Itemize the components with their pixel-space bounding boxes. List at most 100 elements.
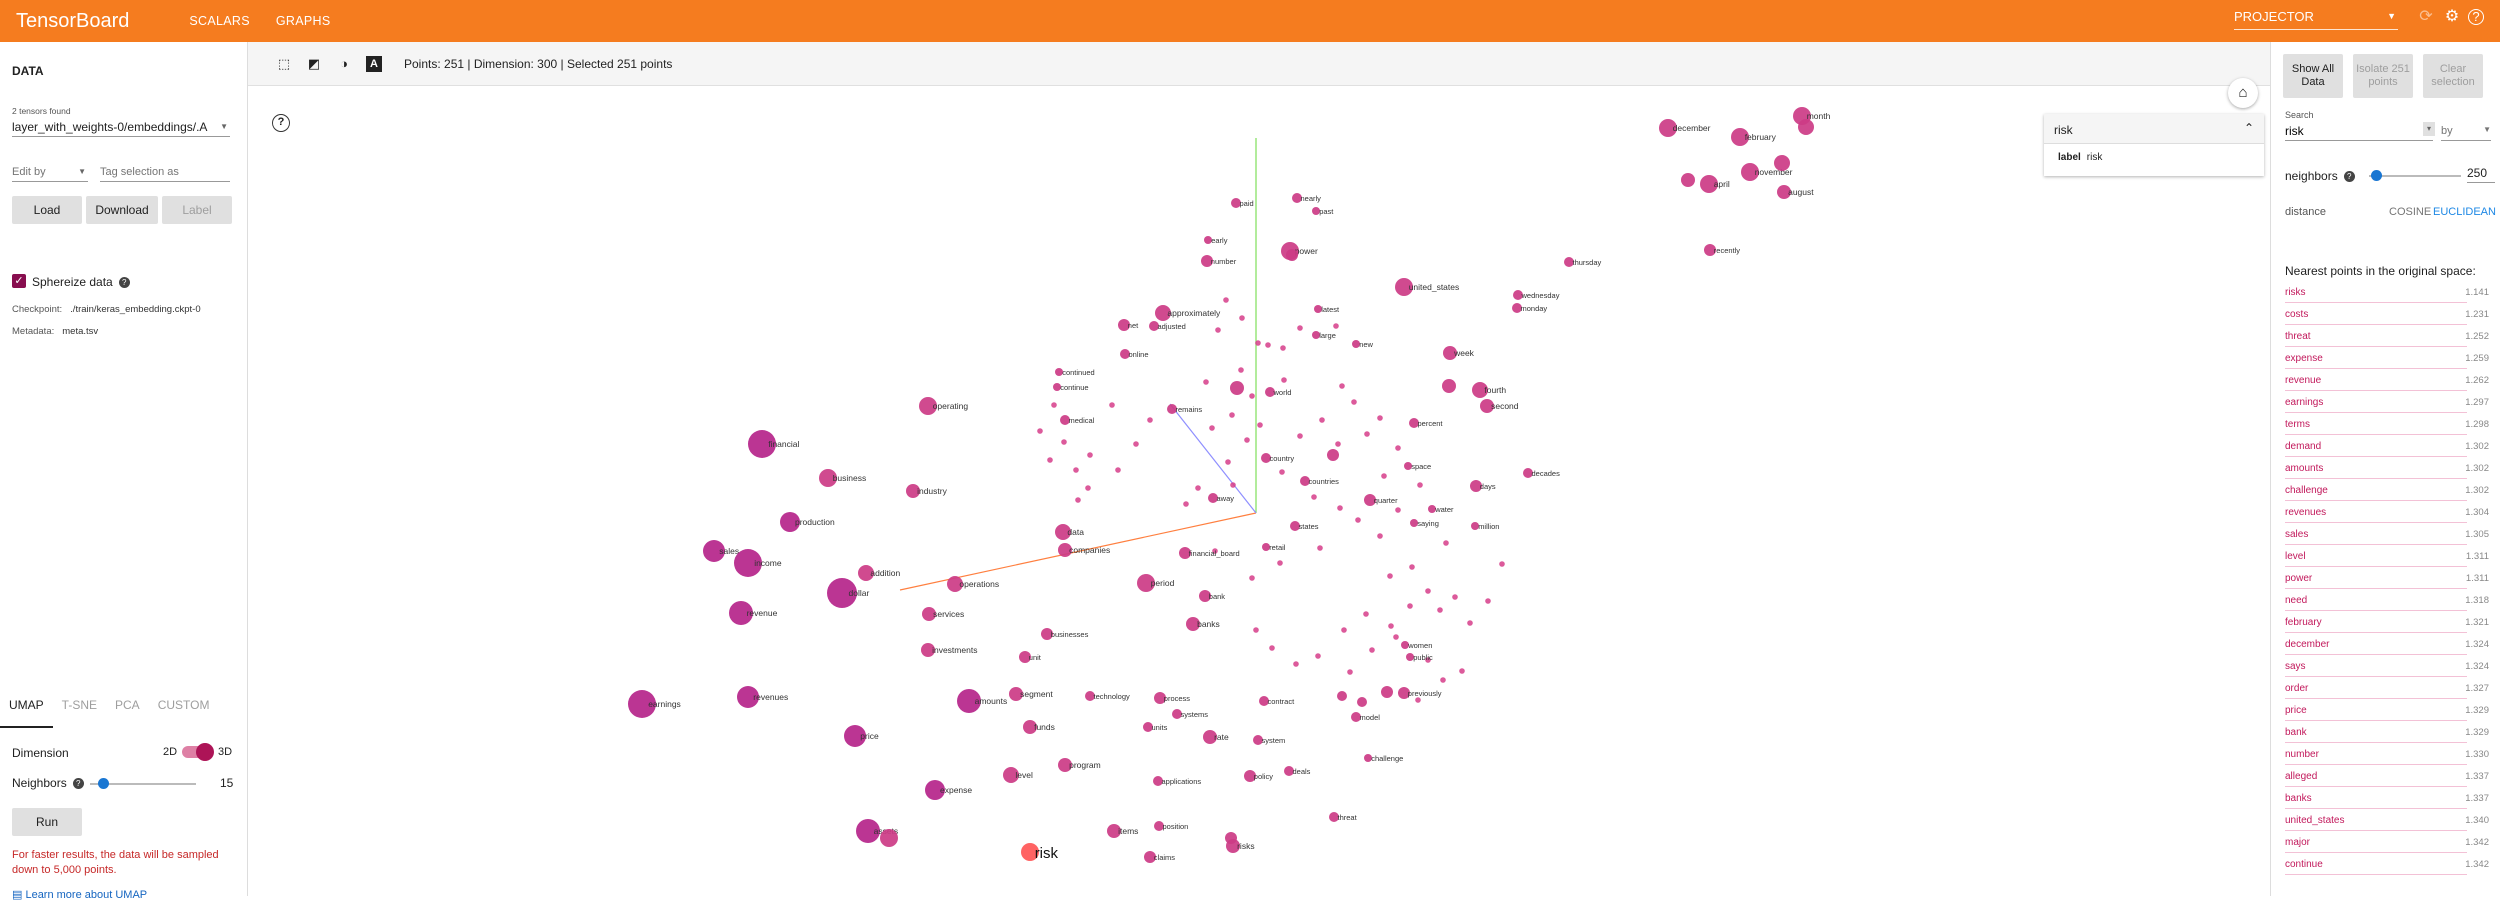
embedding-point[interactable] bbox=[1731, 128, 1749, 146]
embedding-point[interactable] bbox=[1238, 367, 1244, 373]
edit-by-select[interactable]: Edit by ▼ bbox=[12, 162, 88, 182]
embedding-point[interactable] bbox=[1659, 119, 1677, 137]
embedding-point[interactable] bbox=[1297, 433, 1303, 439]
embedding-point[interactable] bbox=[1364, 431, 1370, 437]
embedding-point[interactable] bbox=[1060, 415, 1070, 425]
embedding-point[interactable] bbox=[1333, 323, 1339, 329]
embedding-point[interactable] bbox=[1364, 754, 1372, 762]
embedding-point[interactable] bbox=[1085, 691, 1095, 701]
distance-euclidean-option[interactable]: EUCLIDEAN bbox=[2433, 206, 2496, 218]
embedding-point[interactable] bbox=[1085, 485, 1091, 491]
embedding-point[interactable] bbox=[1314, 305, 1322, 313]
embedding-point[interactable] bbox=[1347, 669, 1353, 675]
embedding-point[interactable] bbox=[1265, 387, 1275, 397]
embedding-point[interactable] bbox=[1467, 620, 1473, 626]
tab-tsne[interactable]: T-SNE bbox=[61, 698, 98, 712]
download-button[interactable]: Download bbox=[86, 196, 158, 224]
nearest-point-label[interactable]: sales bbox=[2285, 529, 2309, 540]
embedding-point[interactable] bbox=[1512, 303, 1522, 313]
embedding-point[interactable] bbox=[1019, 651, 1031, 663]
embedding-point[interactable] bbox=[1774, 155, 1790, 171]
nearest-point-label[interactable]: number bbox=[2285, 749, 2319, 760]
embedding-point[interactable] bbox=[1261, 453, 1271, 463]
selected-point[interactable] bbox=[1021, 843, 1039, 861]
embedding-point[interactable] bbox=[1335, 441, 1341, 447]
regex-toggle-icon[interactable]: ▾ bbox=[2423, 122, 2435, 136]
embedding-point[interactable] bbox=[1798, 119, 1814, 135]
embedding-point[interactable] bbox=[1269, 645, 1275, 651]
embedding-point[interactable] bbox=[1058, 543, 1072, 557]
embedding-point[interactable] bbox=[1037, 428, 1043, 434]
embedding-point[interactable] bbox=[1443, 540, 1449, 546]
embedding-point[interactable] bbox=[1244, 437, 1250, 443]
embedding-point[interactable] bbox=[1262, 543, 1270, 551]
embedding-point[interactable] bbox=[1107, 824, 1121, 838]
embedding-point[interactable] bbox=[1341, 627, 1347, 633]
embedding-point[interactable] bbox=[1700, 175, 1718, 193]
nearest-point-label[interactable]: united_states bbox=[2285, 815, 2345, 826]
embedding-point[interactable] bbox=[1364, 494, 1376, 506]
nav-graphs[interactable]: GRAPHS bbox=[275, 14, 331, 28]
embedding-point[interactable] bbox=[1388, 623, 1394, 629]
embedding-point[interactable] bbox=[703, 540, 725, 562]
nearest-point-label[interactable]: banks bbox=[2285, 793, 2312, 804]
embedding-point[interactable] bbox=[1407, 603, 1413, 609]
embedding-point[interactable] bbox=[1286, 249, 1298, 261]
embedding-point[interactable] bbox=[1249, 393, 1255, 399]
nearest-point-label[interactable]: major bbox=[2285, 837, 2311, 848]
embedding-point[interactable] bbox=[1395, 445, 1401, 451]
neighbors-slider-track[interactable] bbox=[90, 783, 196, 785]
embedding-point[interactable] bbox=[1203, 379, 1209, 385]
embedding-point[interactable] bbox=[1523, 468, 1533, 478]
neighbors-slider-knob[interactable] bbox=[2371, 170, 2383, 181]
embedding-point[interactable] bbox=[1452, 594, 1458, 600]
embedding-point[interactable] bbox=[1337, 691, 1347, 701]
chevron-up-icon[interactable]: ⌃ bbox=[2243, 121, 2254, 135]
embedding-point[interactable] bbox=[1327, 449, 1339, 461]
embedding-point[interactable] bbox=[628, 690, 656, 718]
embedding-point[interactable] bbox=[1137, 574, 1155, 592]
tag-selection-input[interactable]: Tag selection as bbox=[100, 162, 230, 182]
embedding-point[interactable] bbox=[1564, 257, 1574, 267]
embedding-point[interactable] bbox=[1253, 627, 1259, 633]
embedding-scatter[interactable]: riskearningsrevenuesfinancialbusinesssal… bbox=[248, 86, 2270, 896]
embedding-point[interactable] bbox=[1149, 321, 1159, 331]
tensor-select[interactable]: layer_with_weights-0/embeddings/.A ▼ bbox=[12, 117, 230, 137]
nearest-point-label[interactable]: power bbox=[2285, 573, 2313, 584]
embedding-point[interactable] bbox=[1393, 634, 1399, 640]
embedding-point[interactable] bbox=[1417, 482, 1423, 488]
embedding-point[interactable] bbox=[1280, 345, 1286, 351]
embedding-point[interactable] bbox=[1395, 507, 1401, 513]
neighbors-slider-track[interactable] bbox=[2369, 175, 2461, 177]
nearest-point-label[interactable]: price bbox=[2285, 705, 2307, 716]
embedding-point[interactable] bbox=[1265, 342, 1271, 348]
embedding-point[interactable] bbox=[1253, 735, 1263, 745]
embedding-point[interactable] bbox=[1440, 677, 1446, 683]
embedding-point[interactable] bbox=[1055, 368, 1063, 376]
embedding-point[interactable] bbox=[925, 780, 945, 800]
embedding-point[interactable] bbox=[1115, 467, 1121, 473]
nearest-point-label[interactable]: expense bbox=[2285, 353, 2323, 364]
embedding-point[interactable] bbox=[1352, 340, 1360, 348]
embedding-point[interactable] bbox=[1172, 709, 1182, 719]
help-icon[interactable]: ? bbox=[2468, 9, 2484, 25]
embedding-point[interactable] bbox=[1398, 687, 1410, 699]
brand-title[interactable]: TensorBoard bbox=[16, 9, 130, 32]
embedding-point[interactable] bbox=[1195, 485, 1201, 491]
nearest-point-label[interactable]: level bbox=[2285, 551, 2306, 562]
embedding-point[interactable] bbox=[1212, 548, 1218, 554]
embedding-point[interactable] bbox=[1381, 686, 1393, 698]
